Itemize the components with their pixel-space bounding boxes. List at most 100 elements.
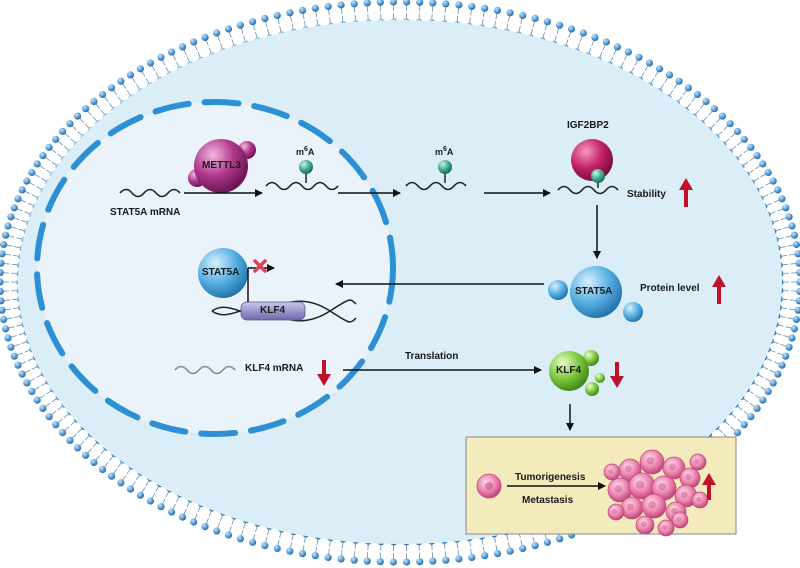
lipid-head [790,325,799,333]
lipid-tail [279,531,282,538]
lipid-head [4,222,12,230]
lipid-tail [315,11,318,18]
lipid-tail [777,352,784,356]
lipid-tail [724,420,730,426]
lipid-tail [760,386,766,391]
lipid-head [157,503,165,511]
lipid-head [556,21,564,29]
lipid-head [224,531,233,539]
lipid-tail [724,138,730,144]
lipid-head [168,508,176,516]
lipid-head [190,518,198,526]
lipid-tail [329,17,331,24]
lipid-tail [240,27,244,34]
lipid-head [635,53,643,61]
lipid-head [23,177,31,185]
lipid-tail [265,21,268,28]
lipid-tail [267,28,270,36]
lipid-head [261,542,269,550]
lipid-tail [16,324,23,327]
lipid-tail [316,19,319,26]
lipid-tail [217,522,221,529]
lipid-tail [122,83,127,89]
lipid-tail [31,366,38,370]
lipid-tail [316,538,319,545]
lipid-tail [39,165,45,170]
lipid-head [740,421,748,429]
lipid-head [769,379,777,387]
lipid-head [531,14,539,22]
lipid-head [2,231,10,239]
lipid-tail [520,539,523,546]
lipid-tail [176,61,180,68]
lipid-head [90,97,98,106]
lipid-tail [748,390,754,395]
lipid-tail [779,246,786,249]
lipid-tail [755,394,761,399]
lipid-head [298,550,307,558]
lipid-tail [789,308,796,311]
exported-mrna-strand [405,181,467,191]
lipid-head [785,343,793,351]
lipid-tail [783,335,790,338]
lipid-tail [87,110,92,116]
lipid-tail [197,51,201,58]
stat5a-protein-cytoplasm [548,266,643,322]
lipid-tail [304,536,306,543]
lipid-tail [730,133,736,138]
lipid-tail [787,244,794,247]
lipid-head [493,550,502,558]
tumor-cell-nucleus [694,458,700,464]
klf4-mrna-label: KLF4 mRNA [245,363,304,374]
tumor-cell-nucleus [635,480,645,489]
lipid-tail [24,211,31,215]
lipid-tail [789,253,796,256]
lipid-tail [51,161,57,166]
lipid-head [0,240,8,249]
lipid-tail [650,78,655,84]
lipid-tail [186,501,190,508]
lipid-tail [277,539,280,546]
lipid-tail [341,7,343,15]
lipid-head [249,18,257,26]
lipid-tail [255,32,258,39]
lipid-tail [769,190,776,195]
lipid-tail [599,51,603,58]
lipid-head [455,555,463,563]
lipid-head [82,451,90,459]
lipid-head [99,90,107,99]
lipid-tail [494,21,496,28]
lipid-tail [579,35,583,42]
lipid-tail [456,15,459,22]
lipid-tail [161,59,166,66]
lipid-tail [155,485,160,492]
lipid-tail [205,40,209,46]
tumor-cell-nucleus [671,507,678,515]
lipid-tail [290,15,293,22]
lipid-tail [126,90,131,96]
lipid-tail [610,56,614,63]
lipid-tail [10,226,17,229]
lipid-head [794,250,800,258]
lipid-tail [302,544,305,551]
lipid-tail [27,357,34,362]
lipid-tail [749,402,755,408]
lipid-tail [544,533,548,540]
lipid-tail [208,510,212,517]
lipid-head [481,4,489,12]
lipid-head [468,2,476,11]
lipid-tail [13,343,20,347]
lipid-head [602,38,610,46]
lipid-head [146,59,155,67]
lipid-tail [31,194,38,198]
lipid-tail [3,263,10,265]
lipid-head [18,186,26,194]
lipid-tail [743,148,749,154]
lipid-tail [482,546,485,553]
lipid-tail [113,89,118,96]
lipid-tail [717,131,723,136]
lipid-tail [708,110,713,116]
lipid-tail [777,324,784,327]
protein-level-up-arrow [712,275,726,304]
